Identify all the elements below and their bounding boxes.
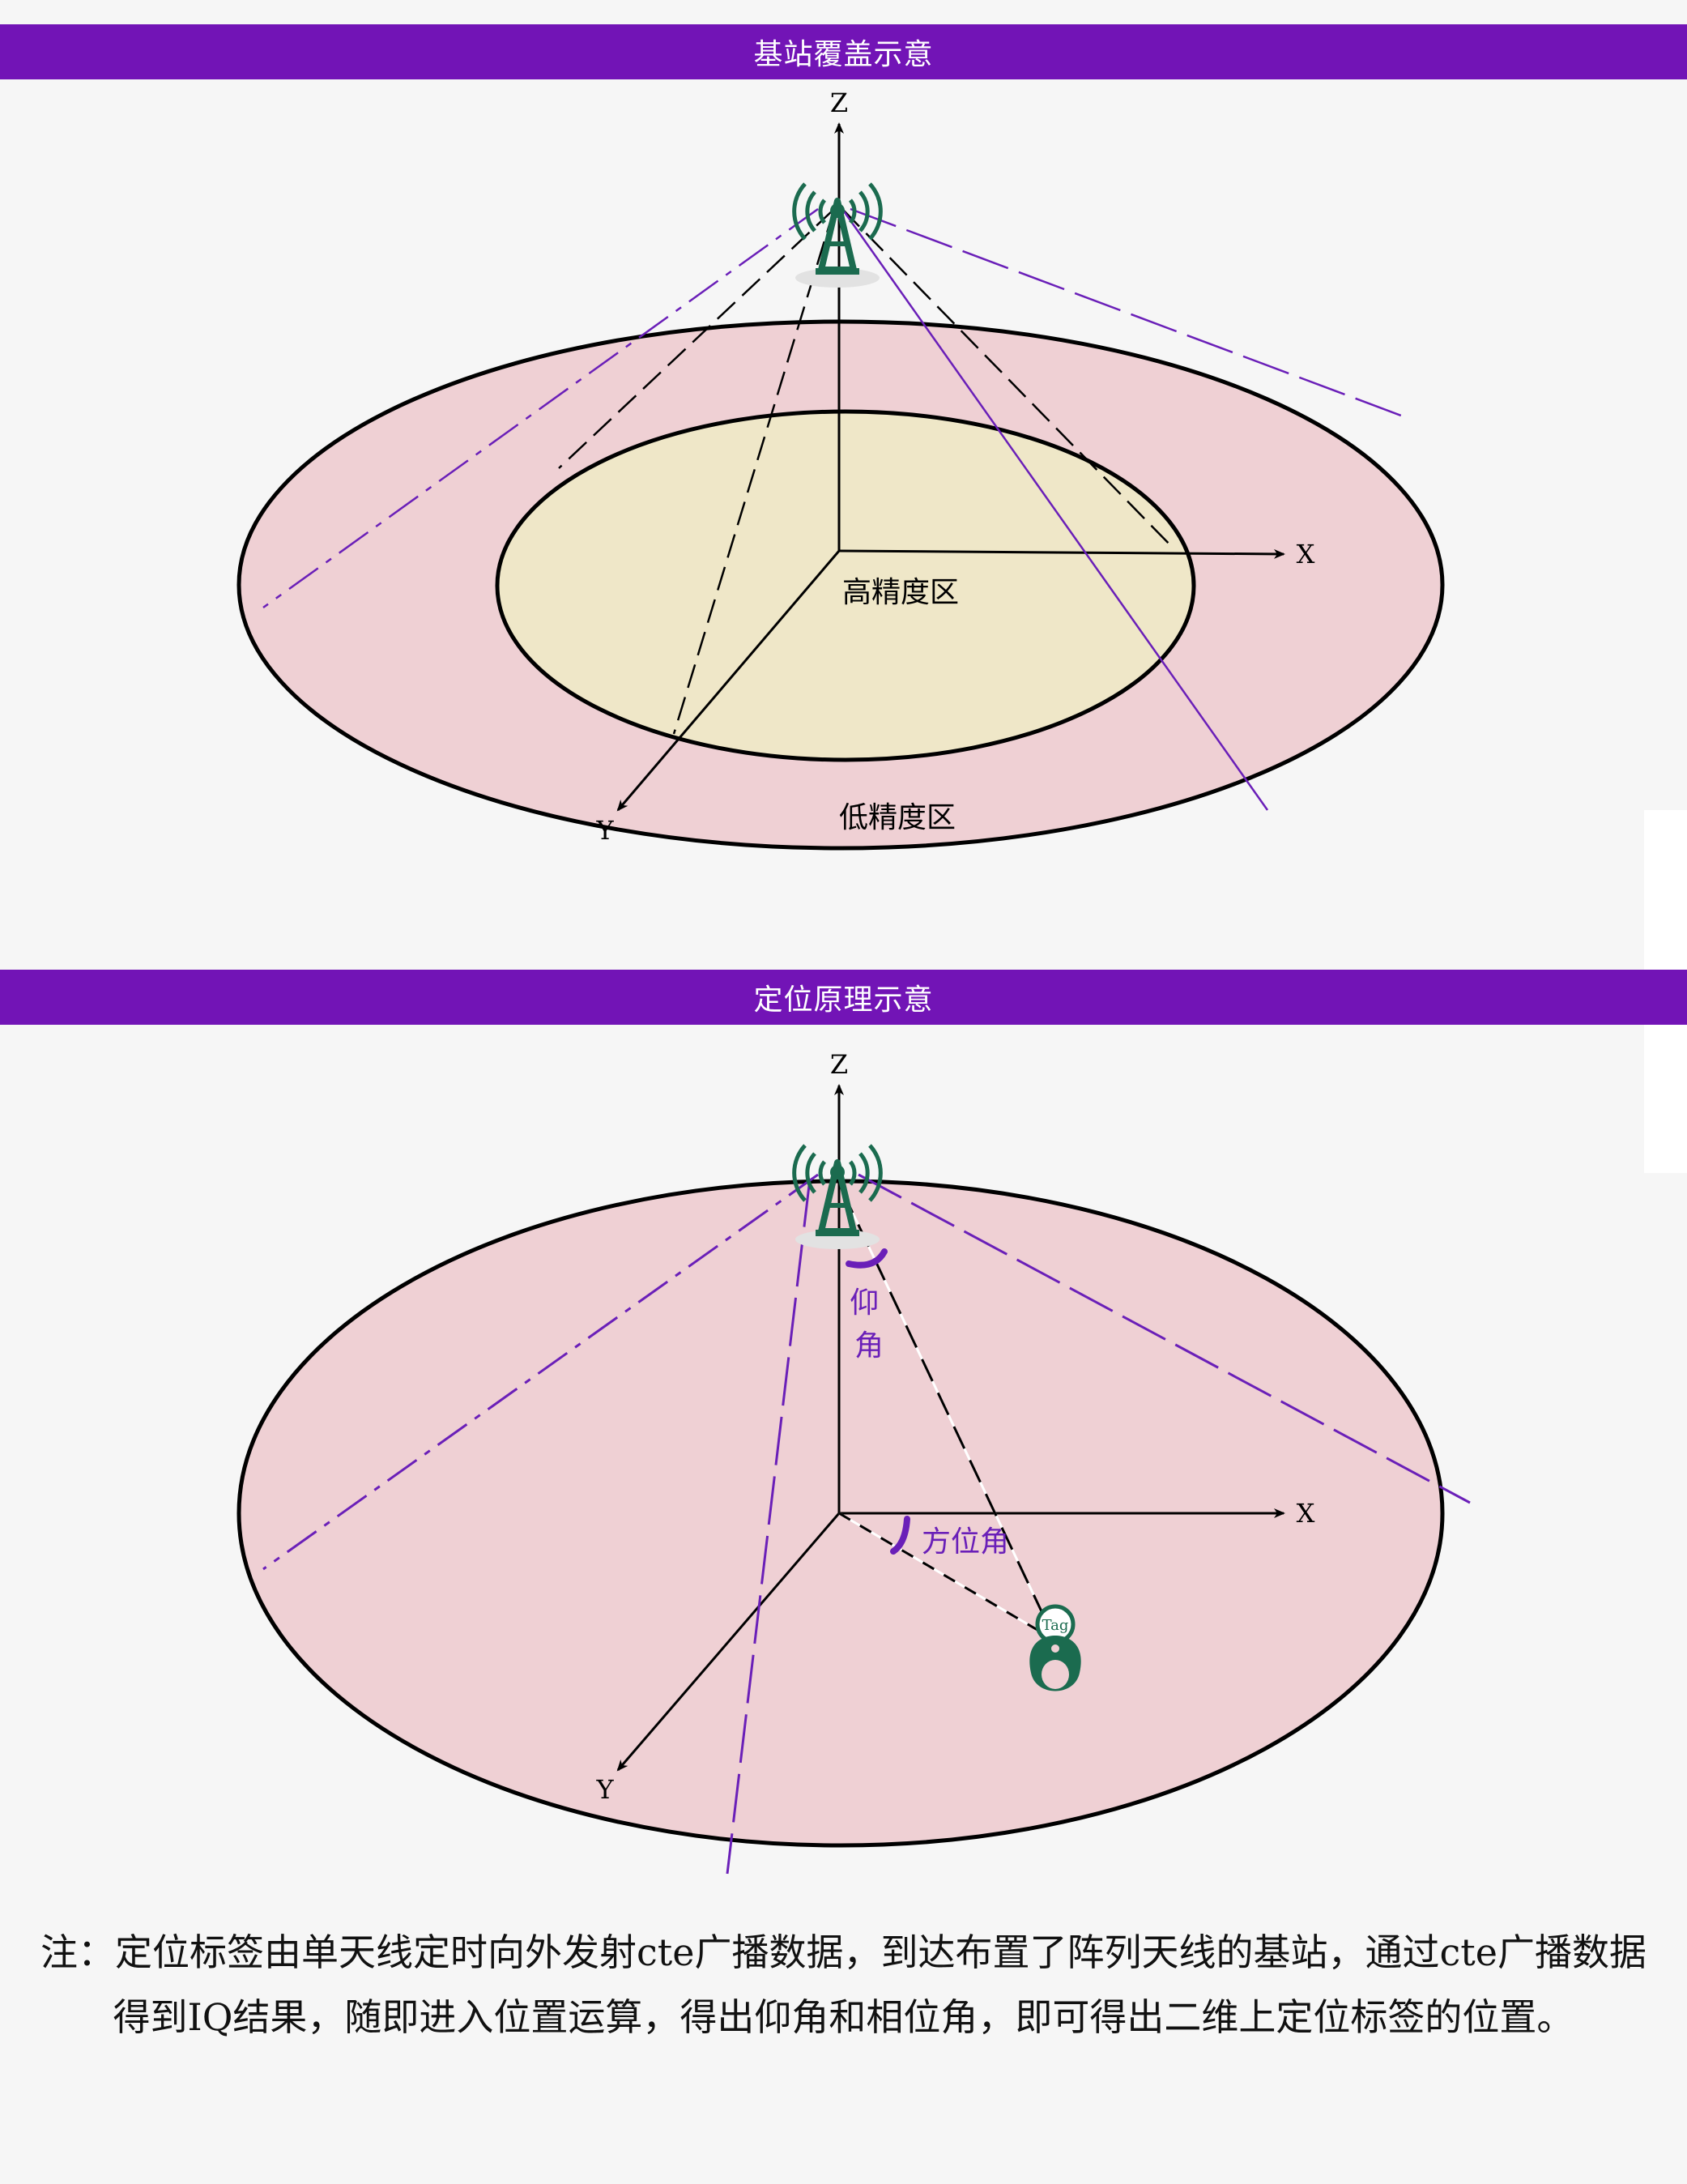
signal-path-dashed bbox=[841, 1190, 1057, 1641]
elevation-angle-label: 仰 角 bbox=[850, 1286, 888, 1363]
y-axis bbox=[616, 550, 841, 812]
high-precision-zone bbox=[495, 409, 1196, 762]
antenna-tower-icon bbox=[792, 1144, 883, 1249]
boundary-cone-lines bbox=[262, 1173, 1471, 1875]
y-axis bbox=[616, 1512, 841, 1772]
explanation-note: 注：定位标签由单天线定时向外发射cte广播数据，到达布置了阵列天线的基站，通过c… bbox=[40, 1930, 1647, 2039]
tag-projection-dashed bbox=[838, 1512, 1056, 1642]
high-precision-zone-label: 高精度区 bbox=[842, 576, 959, 609]
x-axis bbox=[838, 548, 1285, 559]
principle-panel-title: 定位原理示意 bbox=[0, 970, 1687, 1025]
principle-diagram: Tag Z X Y 仰 角 方位角 bbox=[236, 1049, 1471, 1875]
inner-cone-lines bbox=[558, 208, 1175, 735]
z-axis-label: Z bbox=[830, 1049, 848, 1080]
z-axis-label: Z bbox=[830, 87, 848, 118]
tag-icon: Tag bbox=[1029, 1604, 1081, 1691]
x-axis-label: X bbox=[1297, 1498, 1315, 1529]
tag-icon-label: Tag bbox=[1042, 1617, 1069, 1634]
outer-cone-lines bbox=[262, 207, 1402, 811]
coverage-diagram: Z X Y 高精度区 低精度区 bbox=[236, 87, 1445, 851]
y-axis-label: Y bbox=[595, 1774, 614, 1805]
antenna-tower-icon bbox=[792, 182, 883, 288]
low-precision-zone-label: 低精度区 bbox=[839, 801, 956, 834]
coverage-panel-title: 基站覆盖示意 bbox=[0, 24, 1687, 79]
azimuth-angle-label: 方位角 bbox=[922, 1525, 1009, 1559]
x-axis-label: X bbox=[1297, 539, 1315, 569]
y-axis-label: Y bbox=[595, 815, 614, 846]
azimuth-angle-arc bbox=[890, 1516, 910, 1555]
elevation-angle-arc bbox=[846, 1248, 888, 1269]
